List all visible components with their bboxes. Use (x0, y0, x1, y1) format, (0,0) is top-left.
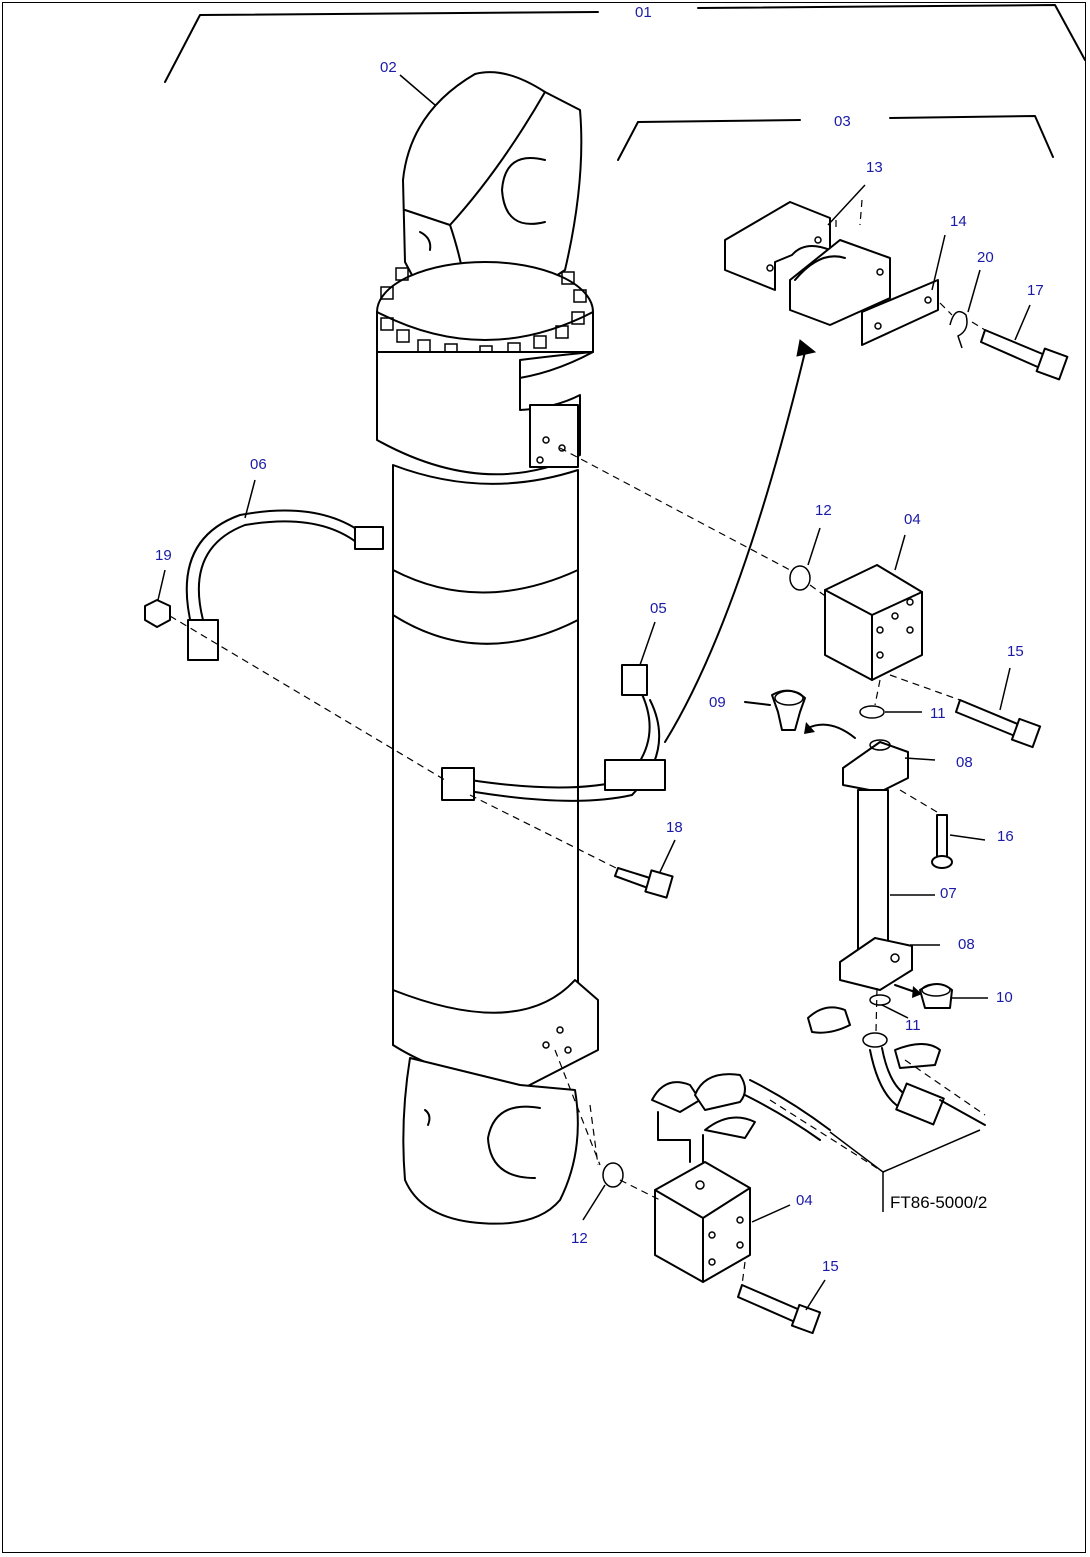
callout-07: 07 (940, 885, 957, 902)
callout-16: 16 (997, 828, 1014, 845)
plug-09 (744, 689, 856, 739)
callout-11b: 11 (905, 1017, 921, 1034)
bolt-17 (980, 329, 1069, 381)
nut-19 (144, 599, 171, 628)
hose-fittings-upper (651, 1073, 881, 1171)
callout-11a: 11 (930, 705, 946, 722)
leader-lines (157, 74, 1031, 1311)
o-ring-11-upper (859, 705, 885, 719)
callout-10: 10 (996, 989, 1013, 1006)
washer-20 (949, 310, 968, 349)
callout-12b: 12 (571, 1230, 588, 1247)
callout-14: 14 (950, 213, 967, 230)
clamp-band-05 (441, 664, 666, 802)
callout-17: 17 (1027, 282, 1044, 299)
plug-10 (894, 983, 953, 1009)
group-bracket-01 (164, 4, 1086, 83)
callout-05: 05 (650, 600, 667, 617)
callout-12a: 12 (815, 502, 832, 519)
callout-03: 03 (834, 113, 851, 130)
callout-08a: 08 (956, 754, 973, 771)
o-ring-12-upper (789, 565, 811, 591)
plate-14 (861, 279, 939, 346)
valve-block-04-upper (824, 564, 923, 681)
assembly-lines (169, 199, 986, 1286)
valve-block-04-lower (654, 1161, 751, 1283)
callout-18: 18 (666, 819, 683, 836)
pipe-assembly-07 (839, 739, 913, 991)
hose-fittings-lower (807, 994, 986, 1126)
clamp-band-06 (185, 509, 384, 661)
cylinder-assembly (376, 71, 599, 1225)
group-bracket-03 (617, 115, 1054, 161)
callout-01: 01 (635, 4, 652, 21)
callout-15b: 15 (822, 1258, 839, 1275)
callout-19: 19 (155, 547, 172, 564)
bolt-15-upper (955, 699, 1042, 749)
figure-ref-frame (657, 1111, 981, 1212)
callout-08b: 08 (958, 936, 975, 953)
callout-15a: 15 (1007, 643, 1024, 660)
callout-13: 13 (866, 159, 883, 176)
figure-reference: FT86-5000/2 (890, 1193, 987, 1212)
callout-06: 06 (250, 456, 267, 473)
bolt-16 (931, 814, 953, 869)
callout-02: 02 (380, 59, 397, 76)
callout-09: 09 (709, 694, 726, 711)
o-ring-12-lower (602, 1162, 624, 1188)
callout-labels: 01 02 03 13 14 20 17 06 19 12 04 05 15 0… (155, 4, 1044, 1275)
callout-04b: 04 (796, 1192, 813, 1209)
callout-04a: 04 (904, 511, 921, 528)
assembly-arrow (664, 339, 817, 743)
bolt-18 (614, 867, 674, 899)
clamp-halves-13 (724, 201, 891, 326)
bolt-15-lower (737, 1284, 822, 1335)
callout-20: 20 (977, 249, 994, 266)
